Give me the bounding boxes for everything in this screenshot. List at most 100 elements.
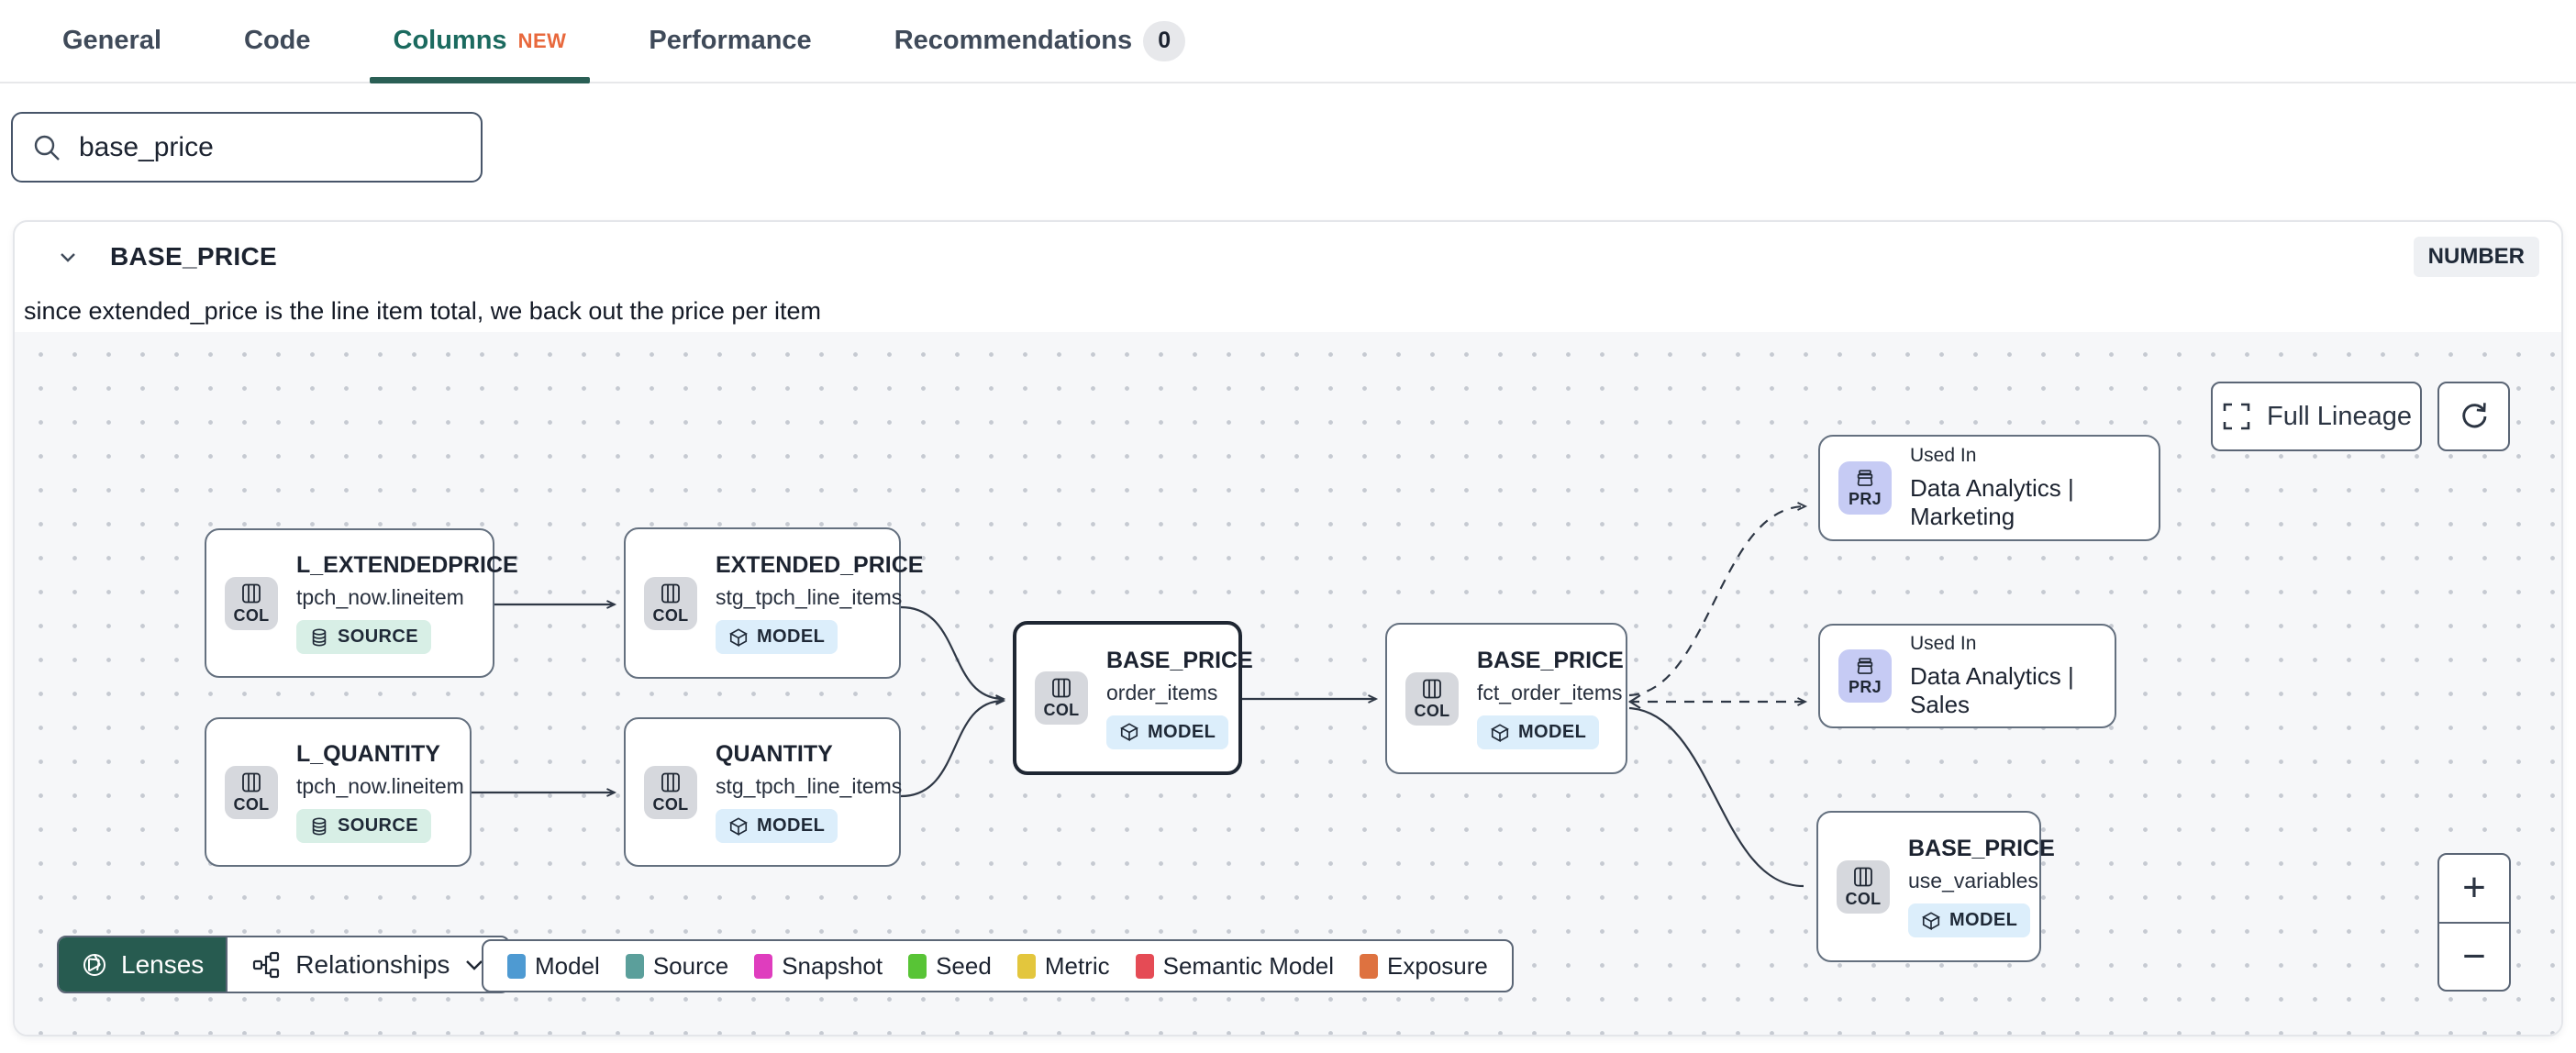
node-l-extendedprice[interactable]: COL L_EXTENDEDPRICE tpch_now.lineitem SO… (205, 528, 518, 678)
node-base-price-fct-order-items[interactable]: COL BASE_PRICE fct_order_items MODEL (1385, 623, 1627, 774)
tab-label: Performance (649, 26, 812, 55)
node-subtitle: use_variables (1908, 869, 2038, 892)
column-type-badge: NUMBER (2413, 237, 2539, 277)
lenses-button[interactable]: Lenses (59, 937, 227, 992)
column-description: since extended_price is the line item to… (24, 296, 821, 325)
column-header: BASE_PRICE NUMBER (15, 222, 2561, 283)
tab-general[interactable]: General (39, 0, 185, 82)
search-box[interactable] (11, 112, 483, 183)
relationships-icon (253, 951, 280, 978)
used-in-label: Used In (1910, 633, 1977, 654)
node-title: BASE_PRICE (1106, 647, 1253, 673)
column-icon: COL (644, 765, 697, 819)
tab-label: Columns (393, 26, 507, 55)
source-badge: SOURCE (296, 809, 431, 843)
legend-item-metric: Metric (1016, 952, 1110, 981)
column-icon: COL (1405, 671, 1459, 726)
full-lineage-button[interactable]: Full Lineage (2211, 382, 2422, 451)
cube-icon (729, 816, 748, 836)
model-badge: MODEL (1908, 903, 2031, 937)
node-used-in-marketing[interactable]: PRJ Used In Data Analytics | Marketing (1818, 435, 2160, 541)
lenses-toolbar: Lenses Relationships (57, 936, 511, 993)
cube-icon (729, 627, 748, 647)
snapshot-swatch (754, 953, 773, 979)
legend-item-source: Source (625, 952, 728, 981)
seed-swatch (908, 953, 927, 979)
chevron-down-icon (466, 959, 483, 970)
cube-icon (1922, 911, 1940, 930)
tab-performance[interactable]: Performance (625, 0, 835, 82)
column-name: BASE_PRICE (110, 242, 277, 271)
collapse-chevron-icon[interactable] (50, 238, 86, 275)
recommendations-count-badge: 0 (1143, 20, 1186, 61)
model-badge: MODEL (716, 809, 838, 843)
node-base-price-order-items[interactable]: COL BASE_PRICE order_items MODEL (1013, 621, 1253, 775)
project-icon: PRJ (1838, 649, 1892, 703)
used-in-label: Used In (1910, 445, 1977, 466)
node-base-price-use-variables[interactable]: COL BASE_PRICE use_variables MODEL (1816, 811, 2055, 962)
model-badge: MODEL (1477, 715, 1600, 749)
model-badge: MODEL (716, 620, 838, 654)
node-l-quantity[interactable]: COL L_QUANTITY tpch_now.lineitem SOURCE (205, 717, 472, 867)
search-row (0, 83, 2576, 183)
node-title: Data Analytics | Sales (1910, 662, 2074, 718)
legend-item-model: Model (507, 952, 600, 981)
new-badge: NEW (517, 28, 567, 52)
tab-label: Recommendations (894, 26, 1133, 55)
column-icon: COL (644, 576, 697, 630)
legend-item-exposure: Exposure (1360, 952, 1488, 981)
fullscreen-icon (2223, 403, 2250, 430)
tab-label: General (62, 26, 161, 55)
relationships-dropdown[interactable]: Relationships (226, 937, 508, 992)
node-title: L_EXTENDEDPRICE (296, 552, 518, 578)
source-swatch (625, 953, 644, 979)
cube-icon (1491, 723, 1509, 742)
column-icon: COL (225, 765, 278, 819)
search-input[interactable] (79, 131, 446, 163)
database-icon (312, 627, 327, 647)
node-title: BASE_PRICE (1908, 836, 2055, 861)
node-subtitle: tpch_now.lineitem (296, 585, 464, 609)
tab-recommendations[interactable]: Recommendations 0 (871, 0, 1209, 82)
lineage-edges (472, 502, 1808, 888)
legend-item-snapshot: Snapshot (754, 952, 883, 981)
column-icon: COL (1837, 859, 1890, 914)
node-subtitle: fct_order_items (1477, 681, 1623, 704)
zoom-in-button[interactable]: + (2439, 855, 2509, 924)
search-icon (34, 135, 60, 161)
refresh-icon (2461, 403, 2486, 428)
tab-label: Code (244, 26, 311, 55)
lineage-canvas[interactable]: COL L_EXTENDEDPRICE tpch_now.lineitem SO… (15, 332, 2561, 1035)
zoom-out-button[interactable]: − (2462, 933, 2486, 979)
node-subtitle: tpch_now.lineitem (296, 774, 464, 798)
tab-code[interactable]: Code (220, 0, 335, 82)
project-icon: PRJ (1838, 461, 1892, 515)
refresh-button[interactable] (2437, 382, 2510, 451)
node-title: EXTENDED_PRICE (716, 552, 924, 578)
legend-item-seed: Seed (908, 952, 992, 981)
node-subtitle: stg_tpch_line_items (716, 774, 903, 798)
node-title: L_QUANTITY (296, 741, 440, 767)
column-icon: COL (1035, 671, 1088, 725)
node-subtitle: order_items (1106, 680, 1218, 704)
column-panel: BASE_PRICE NUMBER since extended_price i… (13, 220, 2563, 1036)
zoom-controls: + − (2437, 853, 2511, 992)
node-type-legend: Model Source Snapshot Seed Metric Semant… (482, 939, 1514, 992)
model-badge: MODEL (1106, 715, 1229, 749)
cube-icon (1120, 723, 1138, 742)
node-quantity[interactable]: COL QUANTITY stg_tpch_line_items MODEL (624, 717, 903, 867)
exposure-swatch (1360, 953, 1379, 979)
legend-item-semantic-model: Semantic Model (1135, 952, 1334, 981)
source-badge: SOURCE (296, 620, 431, 654)
tab-columns[interactable]: Columns NEW (369, 0, 591, 83)
tab-bar: General Code Columns NEW Performance Rec… (0, 0, 2576, 83)
node-used-in-sales[interactable]: PRJ Used In Data Analytics | Sales (1818, 624, 2116, 728)
database-icon (312, 816, 327, 836)
lenses-aperture-icon (83, 953, 105, 976)
model-swatch (507, 953, 526, 979)
node-title: QUANTITY (716, 741, 833, 767)
column-icon: COL (225, 576, 278, 630)
node-title: BASE_PRICE (1477, 648, 1624, 673)
metric-swatch (1016, 953, 1036, 979)
node-extended-price[interactable]: COL EXTENDED_PRICE stg_tpch_line_items M… (624, 527, 923, 679)
